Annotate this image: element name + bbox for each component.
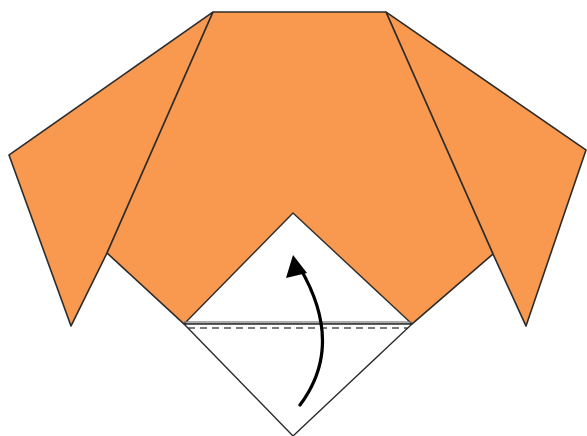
muzzle-flap (184, 324, 412, 436)
